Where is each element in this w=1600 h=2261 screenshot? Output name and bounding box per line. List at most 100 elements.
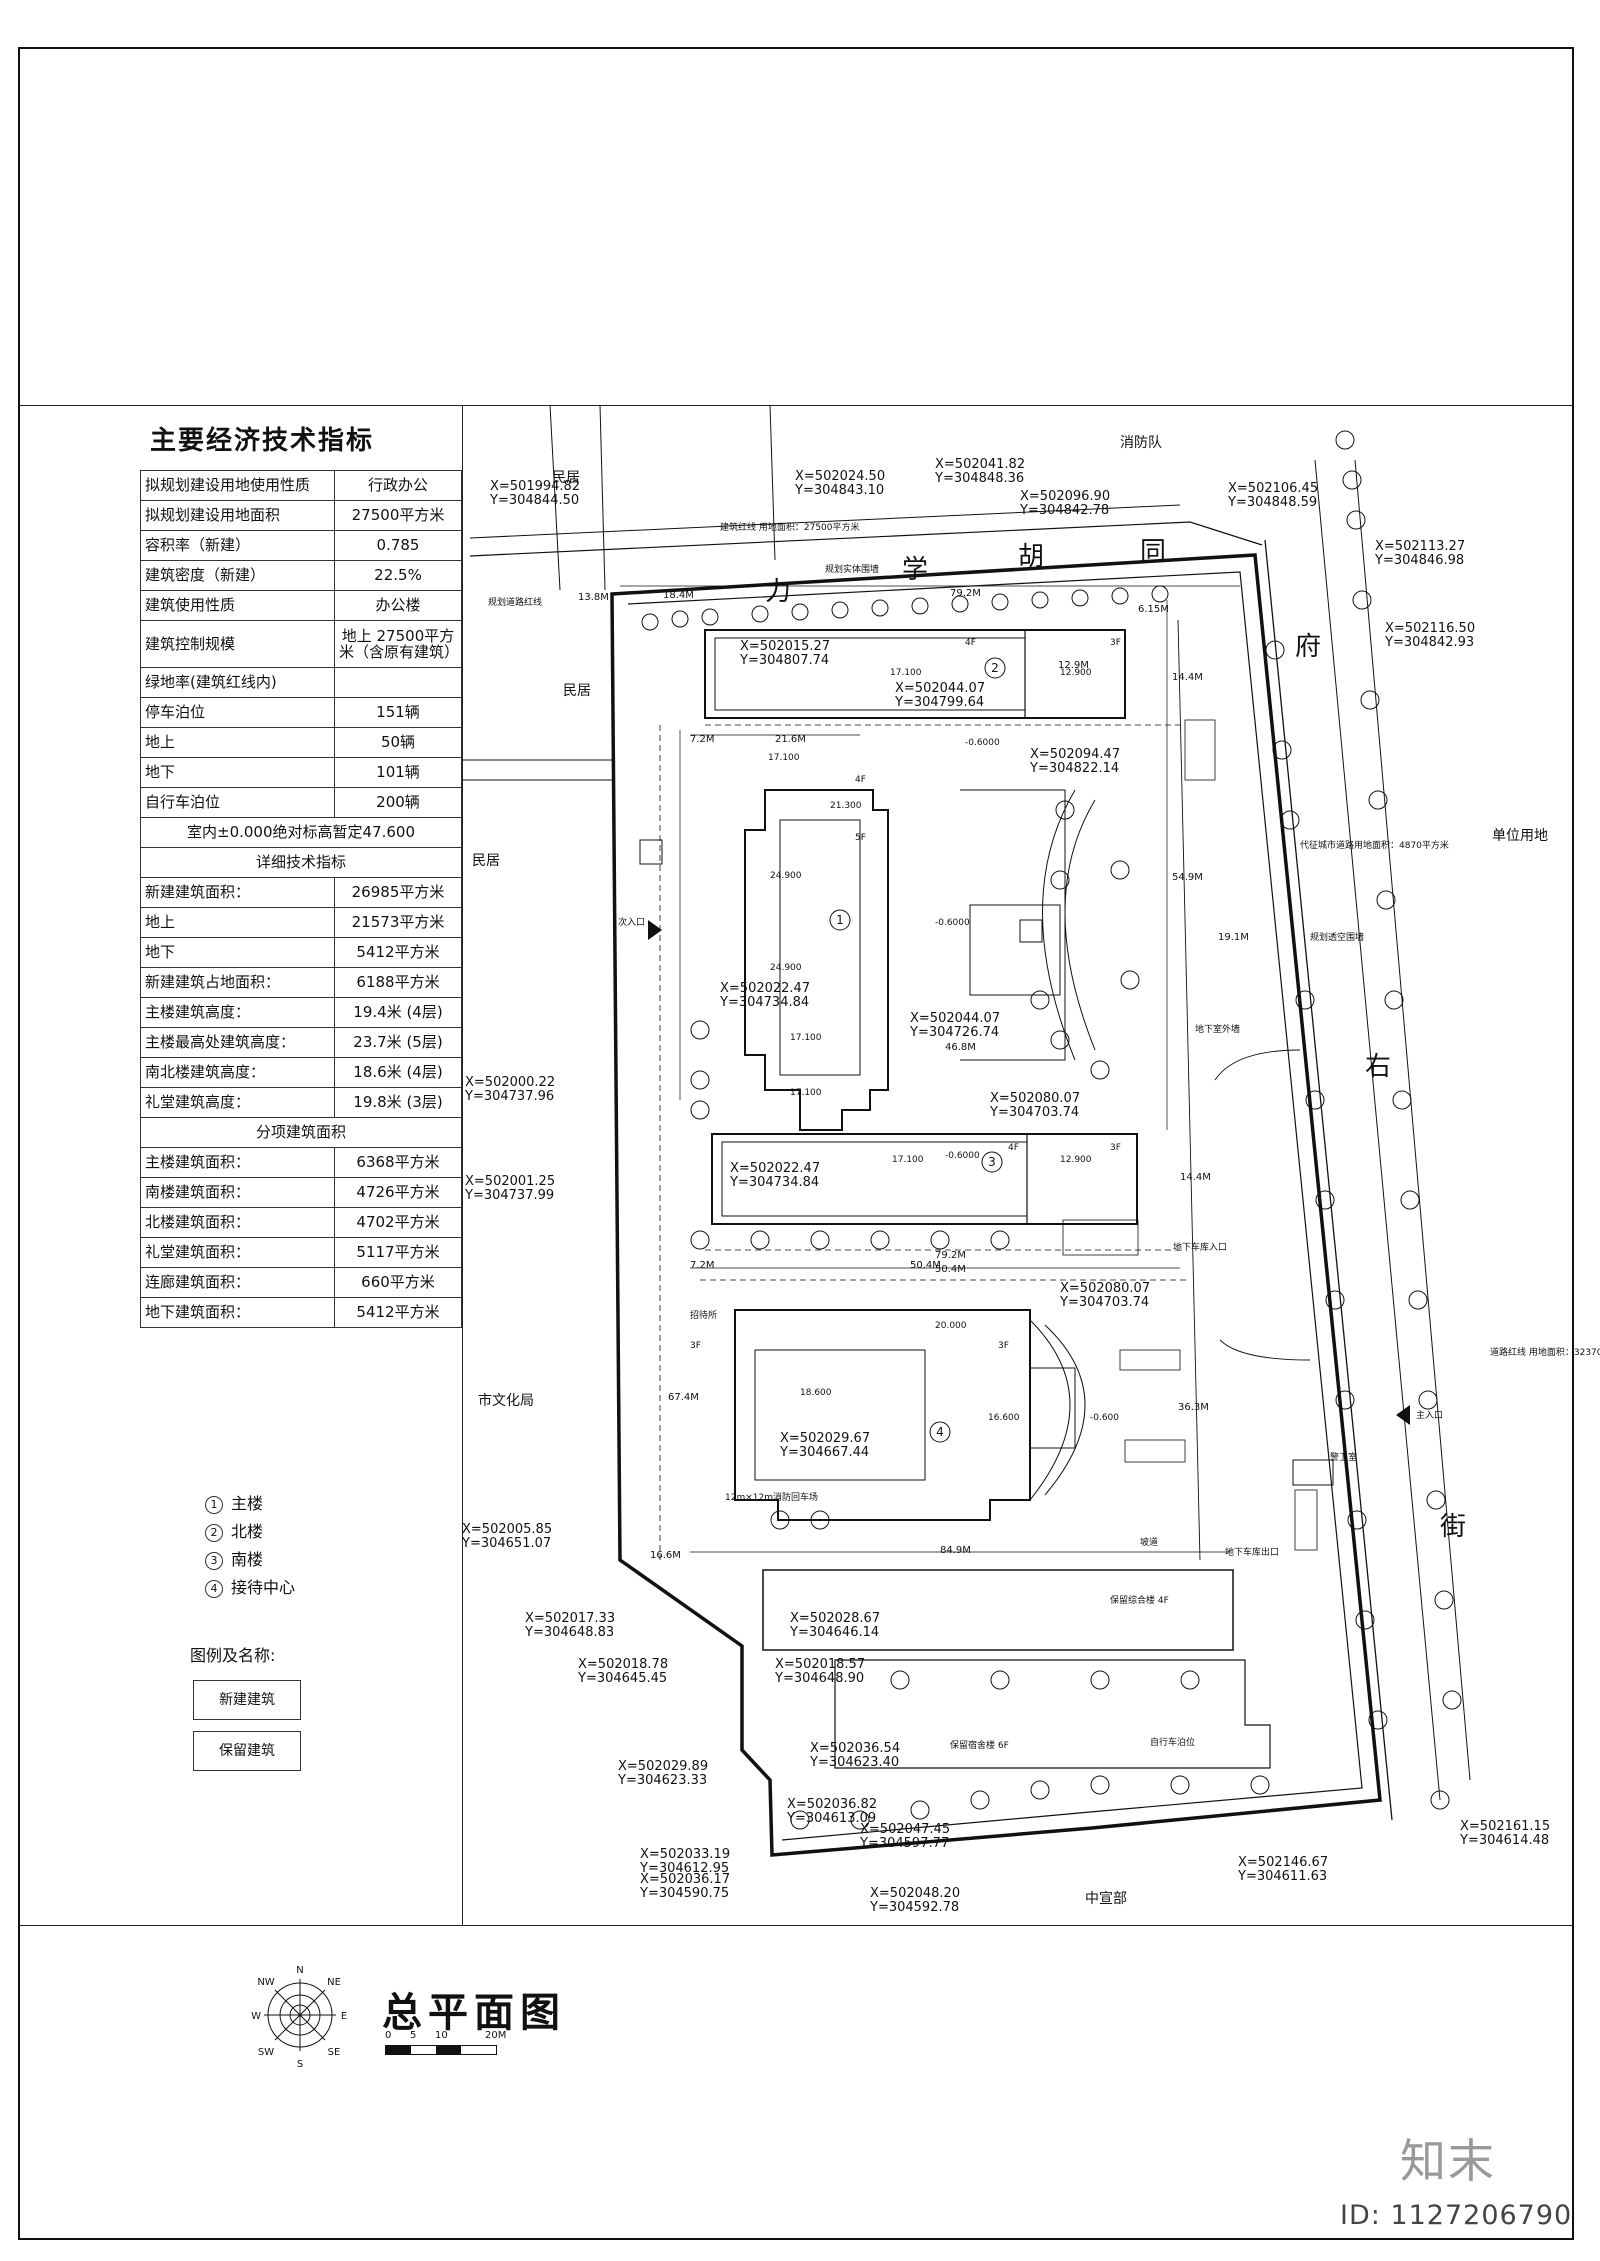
coord-x: X=502041.82 bbox=[935, 457, 1025, 472]
legend-label: 北楼 bbox=[231, 1522, 264, 1541]
street-north-char-1: 力 bbox=[765, 577, 791, 607]
legend-new-building: 新建建筑 bbox=[193, 1680, 301, 1720]
street-east-char-1: 府 bbox=[1295, 632, 1321, 662]
table-value: 行政办公 bbox=[334, 470, 462, 501]
coord-x: X=502005.85 bbox=[462, 1522, 552, 1537]
compass-letter: E bbox=[341, 2011, 347, 2022]
neighbor-residence-1: 民居 bbox=[552, 470, 580, 486]
table-row: 建筑控制规模地上 27500平方米（含原有建筑） bbox=[140, 620, 462, 668]
legend-number: 1 bbox=[205, 1495, 223, 1514]
neighbor-left-1 bbox=[462, 404, 776, 781]
floor-label: 3F bbox=[1110, 638, 1121, 648]
coord-x: X=502017.33 bbox=[525, 1611, 615, 1626]
table-value: 5412平方米 bbox=[334, 1297, 462, 1328]
dimension-label: 46.8M bbox=[945, 1042, 976, 1053]
coord-y: Y=304848.59 bbox=[1227, 495, 1317, 510]
dimension-label: 6.15M bbox=[1138, 604, 1169, 615]
east-street-edge-3 bbox=[1354, 459, 1471, 1781]
dimension-label: 21.6M bbox=[775, 734, 806, 745]
level-label: 17.100 bbox=[768, 753, 800, 763]
coord-x: X=502048.20 bbox=[870, 1886, 960, 1901]
dimension-label: 84.9M bbox=[940, 1545, 971, 1556]
building-4-number: 4 bbox=[936, 1425, 944, 1439]
table-value: 19.8米 (3层) bbox=[334, 1087, 462, 1118]
compass-letter: S bbox=[297, 2059, 303, 2070]
guard-room-east bbox=[1292, 1459, 1334, 1486]
level-label: -0.600 bbox=[1090, 1413, 1119, 1423]
neighbor-unit-land: 单位用地 bbox=[1492, 828, 1548, 844]
table-value: 27500平方米 bbox=[334, 500, 462, 531]
east-street-edge-2 bbox=[1314, 459, 1441, 1801]
coord-y: Y=304592.78 bbox=[869, 1900, 959, 1915]
coord-x: X=502096.90 bbox=[1020, 489, 1110, 504]
label-fire-yard: 12m×12m消防回车场 bbox=[725, 1491, 818, 1503]
coord-x: X=502080.07 bbox=[1060, 1281, 1150, 1296]
table-value: 5117平方米 bbox=[334, 1237, 462, 1268]
dimension-label: 36.3M bbox=[1178, 1402, 1209, 1413]
dimension-label: 18.4M bbox=[663, 590, 694, 601]
table-row: 礼堂建筑面积：5117平方米 bbox=[140, 1237, 462, 1268]
coord-x: X=502113.27 bbox=[1375, 539, 1465, 554]
reception-building bbox=[734, 1309, 1031, 1521]
level-label: 17.100 bbox=[890, 668, 922, 678]
building-1-marker bbox=[829, 909, 851, 931]
table-row: 北楼建筑面积：4702平方米 bbox=[140, 1207, 462, 1238]
building-3-marker bbox=[981, 1151, 1003, 1173]
site-plan: 2 1 3 4 民居 民居 民居 消防队 单位用地 市文化局 中宣部 力 学 胡… bbox=[461, 404, 1600, 1915]
dimension-label: 67.4M bbox=[668, 1392, 699, 1403]
table-value: 19.4米 (4层) bbox=[334, 997, 462, 1028]
north-street-edge bbox=[469, 521, 1263, 557]
table-key: 北楼建筑面积： bbox=[140, 1207, 335, 1238]
frame-divider-top bbox=[18, 405, 1574, 406]
coord-y: Y=304846.98 bbox=[1374, 553, 1464, 568]
table-key: 建筑控制规模 bbox=[140, 620, 335, 668]
coord-y: Y=304844.50 bbox=[489, 493, 579, 508]
brand-id: ID: 1127206790 bbox=[1340, 2200, 1573, 2231]
label-fence: 规划实体围墙 bbox=[825, 563, 879, 575]
coord-x: X=502018.78 bbox=[578, 1657, 668, 1672]
coord-y: Y=304590.75 bbox=[639, 1886, 729, 1901]
north-street-edge-2 bbox=[469, 504, 1181, 539]
table-key: 南楼建筑面积： bbox=[140, 1177, 335, 1208]
drawing-title: 总平面图 bbox=[382, 1990, 566, 2036]
compass-letter: NE bbox=[327, 1977, 341, 1988]
coord-y: Y=304799.64 bbox=[894, 695, 984, 710]
building-2-marker bbox=[984, 657, 1006, 679]
site-boundary bbox=[610, 553, 1382, 1857]
table-divider bbox=[462, 405, 463, 1925]
label-garage-in: 地下车库入口 bbox=[1173, 1241, 1227, 1253]
table-key: 地上 bbox=[140, 727, 335, 758]
table-row: 建筑密度（新建）22.5% bbox=[140, 560, 462, 591]
coord-x: X=502044.07 bbox=[895, 681, 985, 696]
dimension-label: 13.8M bbox=[578, 592, 609, 603]
coord-x: X=502080.07 bbox=[990, 1091, 1080, 1106]
dimension-label: 7.2M bbox=[690, 734, 715, 745]
coord-x: X=502094.47 bbox=[1030, 747, 1120, 762]
coord-y: Y=304734.84 bbox=[729, 1175, 819, 1190]
table-key: 拟规划建设用地使用性质 bbox=[140, 470, 335, 501]
coord-y: Y=304612.95 bbox=[639, 1861, 729, 1876]
table-value: 5412平方米 bbox=[334, 937, 462, 968]
level-label: -0.6000 bbox=[945, 1151, 980, 1161]
legend-kept-building: 保留建筑 bbox=[193, 1731, 301, 1771]
building-4-marker bbox=[929, 1421, 951, 1443]
dimension-label: 50.4M bbox=[910, 1260, 941, 1271]
table-key: 容积率（新建） bbox=[140, 530, 335, 561]
coord-y: Y=304648.90 bbox=[774, 1671, 864, 1686]
coord-x: X=502001.25 bbox=[465, 1174, 555, 1189]
label-guard: 警卫室 bbox=[1330, 1451, 1357, 1463]
drawing-frame bbox=[18, 47, 1574, 2240]
table-value: 660平方米 bbox=[334, 1267, 462, 1298]
label-road-line: 道路红线 用地面积：32370平方米 bbox=[1490, 1346, 1600, 1358]
table-row: 新建建筑面积：26985平方米 bbox=[140, 877, 462, 908]
street-east-char-3: 街 bbox=[1440, 1512, 1466, 1542]
coord-x: X=502029.89 bbox=[618, 1759, 708, 1774]
coord-y: Y=304648.83 bbox=[524, 1625, 614, 1640]
label-garage-out: 地下车库出口 bbox=[1225, 1546, 1279, 1558]
label-build-red: 建筑红线 用地面积：27500平方米 bbox=[720, 521, 860, 533]
sub-entry-arrow bbox=[648, 920, 662, 940]
legend-label: 主楼 bbox=[231, 1494, 264, 1513]
